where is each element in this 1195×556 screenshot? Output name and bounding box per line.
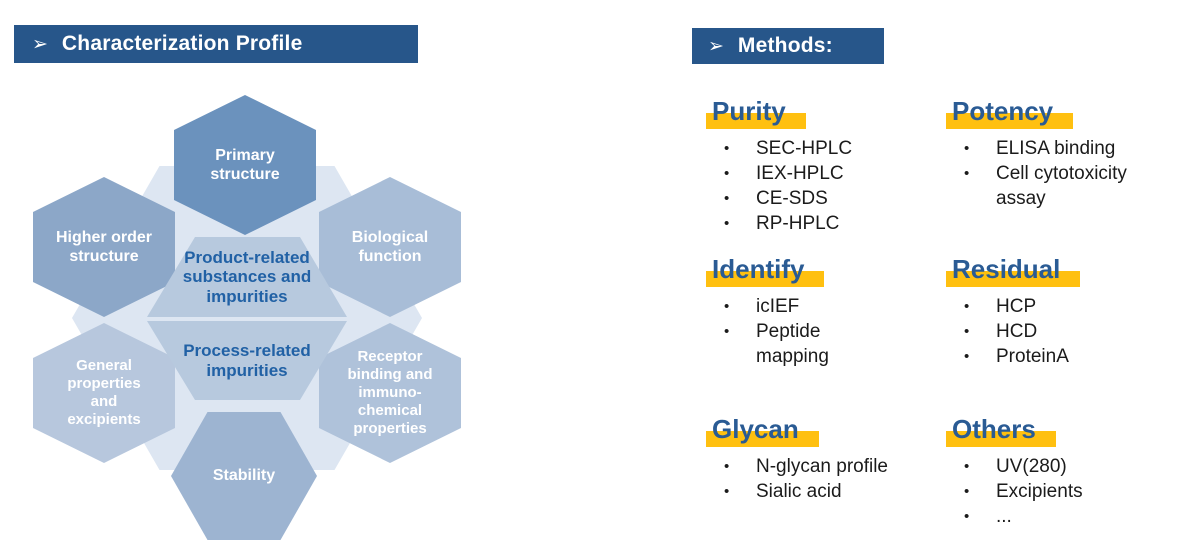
arrowhead-icon: ➢ bbox=[32, 33, 48, 55]
bullet-icon: • bbox=[964, 508, 970, 525]
section-list: • N-glycan profile • Sialic acid bbox=[706, 454, 944, 504]
section-heading-text: Residual bbox=[952, 254, 1061, 284]
section-list: • icIEF • Peptide mapping bbox=[706, 294, 944, 369]
hexagon-receptor-binding: Receptor binding and immuno- chemical pr… bbox=[319, 323, 461, 463]
list-item: • UV(280) bbox=[946, 454, 1184, 479]
list-item: • Cell cytotoxicity assay bbox=[946, 161, 1184, 211]
section-heading-text: Purity bbox=[712, 96, 786, 126]
section-list: • SEC-HPLC • IEX-HPLC • CE-SDS • RP-HPLC bbox=[706, 136, 944, 236]
section-residual: Residual • HCP • HCD • ProteinA bbox=[946, 254, 1184, 369]
methods-title-bar: ➢ Methods: bbox=[692, 28, 884, 64]
hexagon-label: Receptor binding and immuno- chemical pr… bbox=[347, 348, 433, 437]
bullet-icon: • bbox=[724, 190, 730, 207]
list-item: • SEC-HPLC bbox=[706, 136, 944, 161]
section-heading: Others bbox=[946, 414, 1056, 447]
bullet-icon: • bbox=[724, 483, 730, 500]
list-item-text: ELISA binding bbox=[996, 138, 1116, 159]
bullet-icon: • bbox=[964, 165, 970, 182]
characterization-title-text: Characterization Profile bbox=[61, 32, 303, 55]
bullet-icon: • bbox=[964, 140, 970, 157]
bullet-icon: • bbox=[964, 348, 970, 365]
bullet-icon: • bbox=[724, 458, 730, 475]
list-item: • Peptide mapping bbox=[706, 319, 944, 369]
list-item: • N-glycan profile bbox=[706, 454, 944, 479]
section-others: Others • UV(280) • Excipients •... bbox=[946, 414, 1184, 529]
bullet-icon: • bbox=[964, 323, 970, 340]
section-heading-text: Identify bbox=[712, 254, 805, 284]
list-item: • HCP bbox=[946, 294, 1184, 319]
bullet-icon: • bbox=[724, 323, 730, 340]
list-item-text: HCP bbox=[996, 296, 1037, 317]
arrowhead-icon: ➢ bbox=[708, 35, 724, 57]
list-item: • IEX-HPLC bbox=[706, 161, 944, 186]
yellow-highlight bbox=[946, 271, 1081, 287]
list-item-text: Excipients bbox=[996, 481, 1083, 502]
bullet-icon: • bbox=[724, 298, 730, 315]
yellow-highlight bbox=[946, 113, 1074, 129]
list-item-text: Cell cytotoxicity assay bbox=[996, 163, 1127, 209]
list-item: • RP-HPLC bbox=[706, 211, 944, 236]
list-item-text: HCD bbox=[996, 321, 1038, 342]
list-item: • HCD bbox=[946, 319, 1184, 344]
list-item-text: RP-HPLC bbox=[756, 213, 840, 234]
list-item: • CE-SDS bbox=[706, 186, 944, 211]
list-item-text: IEX-HPLC bbox=[756, 163, 844, 184]
bullet-icon: • bbox=[724, 140, 730, 157]
section-heading-text: Potency bbox=[952, 96, 1054, 126]
list-item-text: Sialic acid bbox=[756, 481, 842, 502]
section-heading-text: Glycan bbox=[712, 414, 799, 444]
section-heading: Potency bbox=[946, 96, 1074, 129]
yellow-highlight bbox=[706, 113, 806, 129]
bullet-icon: • bbox=[964, 458, 970, 475]
section-glycan: Glycan • N-glycan profile • Sialic acid bbox=[706, 414, 944, 504]
list-item-text: SEC-HPLC bbox=[756, 138, 853, 159]
methods-title-text: Methods: bbox=[737, 34, 833, 57]
section-potency: Potency • ELISA binding • Cell cytotoxicit… bbox=[946, 96, 1184, 211]
bullet-icon: • bbox=[724, 165, 730, 182]
section-heading: Glycan bbox=[706, 414, 819, 447]
section-heading-text: Others bbox=[952, 414, 1036, 444]
bullet-icon: • bbox=[964, 483, 970, 500]
section-heading: Residual bbox=[946, 254, 1081, 287]
center-label: Product-related substances and impuritie… bbox=[182, 247, 312, 306]
list-item-text: icIEF bbox=[756, 296, 800, 317]
bullet-icon: • bbox=[964, 298, 970, 315]
list-item-text: ProteinA bbox=[996, 346, 1069, 367]
section-identify: Identify • icIEF • Peptide mapping bbox=[706, 254, 944, 369]
list-item: • Excipients bbox=[946, 479, 1184, 504]
yellow-highlight bbox=[706, 431, 819, 447]
hexagon-label: General properties and excipients bbox=[67, 357, 141, 428]
list-item: • Sialic acid bbox=[706, 479, 944, 504]
list-item-text: UV(280) bbox=[996, 456, 1067, 477]
section-list: • HCP • HCD • ProteinA bbox=[946, 294, 1184, 369]
list-item-text: N-glycan profile bbox=[756, 456, 888, 477]
section-list: • ELISA binding • Cell cytotoxicity assay bbox=[946, 136, 1184, 211]
section-heading: Identify bbox=[706, 254, 825, 287]
characterization-title-bar: ➢ Characterization Profile bbox=[14, 25, 418, 63]
list-item: • ELISA binding bbox=[946, 136, 1184, 161]
section-purity: Purity • SEC-HPLC • IEX-HPLC • CE-SDS • RP-H… bbox=[706, 96, 944, 236]
hexagon-label: Primary structure bbox=[210, 146, 280, 183]
list-item: • ProteinA bbox=[946, 344, 1184, 369]
list-item: • icIEF bbox=[706, 294, 944, 319]
list-item: •... bbox=[946, 504, 1184, 529]
hexagon-label: Stability bbox=[212, 467, 276, 485]
center-label: Process-related impurities bbox=[183, 340, 311, 380]
yellow-highlight bbox=[946, 431, 1056, 447]
list-item-text: Peptide mapping bbox=[756, 321, 829, 367]
hexagon-label: Biological function bbox=[351, 228, 429, 265]
list-item-text: CE-SDS bbox=[756, 188, 828, 209]
hexagon-label: Higher order structure bbox=[55, 228, 152, 265]
section-heading: Purity bbox=[706, 96, 806, 129]
hexagon-general-properties: General properties and excipients bbox=[33, 323, 175, 463]
section-list: • UV(280) • Excipients •... bbox=[946, 454, 1184, 529]
bullet-icon: • bbox=[724, 215, 730, 232]
yellow-highlight bbox=[706, 271, 825, 287]
list-item-text: ... bbox=[996, 506, 1012, 527]
